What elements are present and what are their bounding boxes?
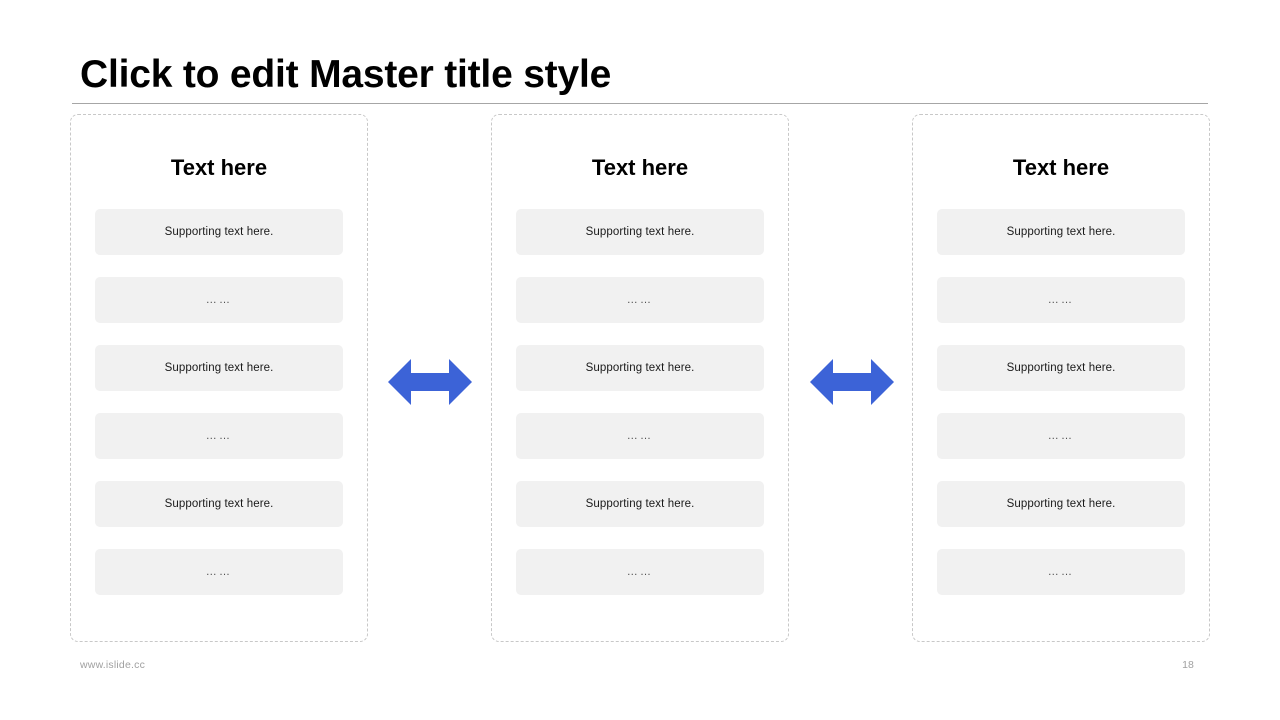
list-item[interactable]: …… xyxy=(95,413,343,459)
list-item[interactable]: …… xyxy=(937,413,1185,459)
column-3[interactable]: Text here Supporting text here. …… Suppo… xyxy=(912,114,1210,642)
double-arrow-horizontal-icon[interactable] xyxy=(388,359,472,405)
column-1[interactable]: Text here Supporting text here. …… Suppo… xyxy=(70,114,368,642)
list-item[interactable]: …… xyxy=(937,277,1185,323)
column-3-items: Supporting text here. …… Supporting text… xyxy=(937,209,1185,595)
list-item[interactable]: Supporting text here. xyxy=(95,345,343,391)
page-title[interactable]: Click to edit Master title style xyxy=(80,53,612,96)
list-item[interactable]: Supporting text here. xyxy=(516,481,764,527)
list-item[interactable]: Supporting text here. xyxy=(937,209,1185,255)
list-item[interactable]: …… xyxy=(937,549,1185,595)
column-3-heading[interactable]: Text here xyxy=(1012,155,1110,180)
column-2-items: Supporting text here. …… Supporting text… xyxy=(516,209,764,595)
footer-page-number: 18 xyxy=(1182,659,1194,671)
list-item[interactable]: Supporting text here. xyxy=(95,209,343,255)
column-1-items: Supporting text here. …… Supporting text… xyxy=(95,209,343,595)
list-item[interactable]: …… xyxy=(516,277,764,323)
column-2-heading[interactable]: Text here xyxy=(591,155,689,180)
columns-container: Text here Supporting text here. …… Suppo… xyxy=(70,114,1210,642)
column-2[interactable]: Text here Supporting text here. …… Suppo… xyxy=(491,114,789,642)
list-item[interactable]: Supporting text here. xyxy=(95,481,343,527)
title-divider xyxy=(72,103,1208,104)
list-item[interactable]: Supporting text here. xyxy=(937,345,1185,391)
list-item[interactable]: …… xyxy=(95,277,343,323)
column-1-heading[interactable]: Text here xyxy=(170,155,268,180)
list-item[interactable]: …… xyxy=(516,549,764,595)
list-item[interactable]: Supporting text here. xyxy=(516,345,764,391)
footer-site-label: www.islide.cc xyxy=(80,659,146,671)
list-item[interactable]: …… xyxy=(516,413,764,459)
list-item[interactable]: Supporting text here. xyxy=(937,481,1185,527)
list-item[interactable]: Supporting text here. xyxy=(516,209,764,255)
list-item[interactable]: …… xyxy=(95,549,343,595)
double-arrow-horizontal-icon[interactable] xyxy=(810,359,894,405)
